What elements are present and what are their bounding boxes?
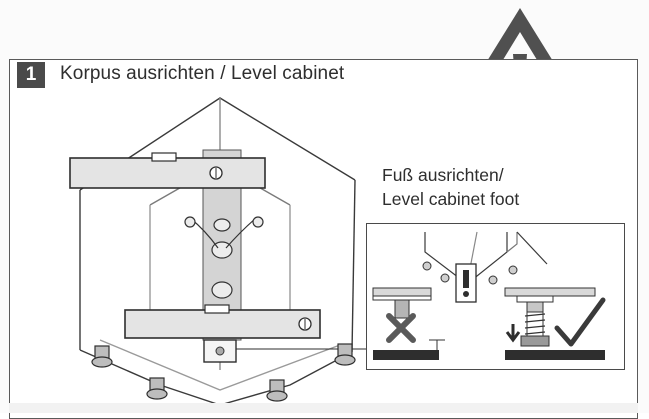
checkmark-icon (554, 297, 606, 347)
wrong-example (372, 287, 445, 360)
inset-caption-line-1: Fuß ausrichten/ (382, 165, 504, 185)
correct-example (504, 287, 605, 360)
inset-caption-line-2: Level cabinet foot (382, 189, 520, 209)
inset-caption: Fuß ausrichten/ Level cabinet foot (382, 163, 519, 211)
cabinet-feet (91, 343, 356, 402)
foot-detail-inset (366, 223, 625, 370)
step-number-badge: 1 (17, 62, 45, 88)
foot-detail-drawing (372, 231, 606, 360)
cross-icon (386, 313, 416, 343)
bottom-edge (9, 403, 638, 413)
top-spirit-level (69, 152, 266, 189)
bottom-spirit-level (124, 304, 321, 339)
step-title: Korpus ausrichten / Level cabinet (60, 63, 345, 84)
